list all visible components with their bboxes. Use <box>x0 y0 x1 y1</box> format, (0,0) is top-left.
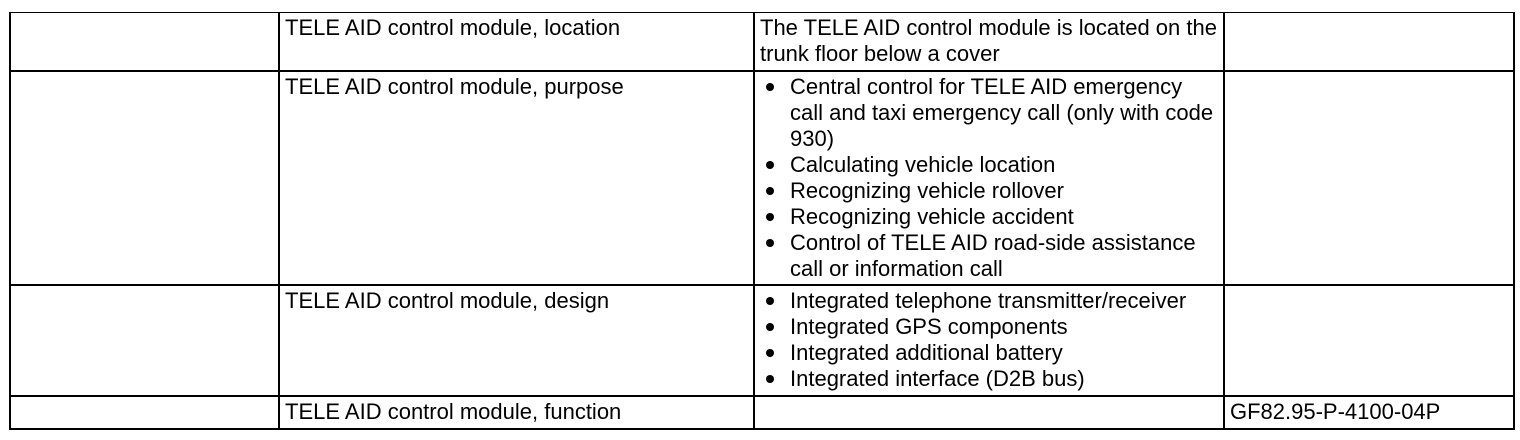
spacer-cell <box>9 70 280 286</box>
description-cell: Integrated telephone transmitter/receive… <box>753 284 1225 397</box>
table-row-design: TELE AID control module, design Integrat… <box>9 284 1515 397</box>
bullet-item: Recognizing vehicle rollover <box>760 178 1218 204</box>
bullet-icon <box>766 83 774 91</box>
reference-label: GF82.95-P-4100-04P <box>1230 399 1441 424</box>
table-row-function: TELE AID control module, function GF82.9… <box>9 395 1515 430</box>
item-cell: TELE AID control module, design <box>278 284 755 397</box>
bullet-icon <box>766 187 774 195</box>
description-cell: The TELE AID control module is located o… <box>753 12 1225 72</box>
bullet-icon <box>766 161 774 169</box>
bullet-icon <box>766 349 774 357</box>
item-cell: TELE AID control module, location <box>278 12 755 72</box>
bullet-text: Calculating vehicle location <box>790 152 1056 177</box>
spacer-cell <box>9 395 280 430</box>
bullet-icon <box>766 213 774 221</box>
bullet-text: Recognizing vehicle rollover <box>790 178 1064 203</box>
spacer-cell <box>9 12 280 72</box>
bullet-item: Integrated telephone transmitter/receive… <box>760 288 1218 314</box>
bullet-text: Integrated additional battery <box>790 340 1063 365</box>
reference-cell: GF82.95-P-4100-04P <box>1223 395 1515 430</box>
bullet-item: Control of TELE AID road-side assistance… <box>760 230 1218 282</box>
bullet-icon <box>766 323 774 331</box>
reference-cell <box>1223 12 1515 72</box>
bullet-icon <box>766 239 774 247</box>
reference-cell <box>1223 284 1515 397</box>
spacer-cell <box>9 284 280 397</box>
bullet-item: Calculating vehicle location <box>760 152 1218 178</box>
item-cell: TELE AID control module, purpose <box>278 70 755 286</box>
bullet-list: Central control for TELE AID emergency c… <box>760 74 1218 282</box>
bullet-item: Integrated additional battery <box>760 340 1218 366</box>
bullet-text: Recognizing vehicle accident <box>790 204 1074 229</box>
description-cell <box>753 395 1225 430</box>
table-row-purpose: TELE AID control module, purpose Central… <box>9 70 1515 286</box>
bullet-item: Integrated GPS components <box>760 314 1218 340</box>
bullet-icon <box>766 375 774 383</box>
tele-aid-spec-table: TELE AID control module, location The TE… <box>9 12 1515 430</box>
item-cell: TELE AID control module, function <box>278 395 755 430</box>
bullet-text: Integrated interface (D2B bus) <box>790 366 1085 391</box>
item-label: TELE AID control module, design <box>285 288 610 313</box>
bullet-item: Recognizing vehicle accident <box>760 204 1218 230</box>
item-label: TELE AID control module, location <box>285 15 621 40</box>
bullet-item: Central control for TELE AID emergency c… <box>760 74 1218 152</box>
bullet-text: Control of TELE AID road-side assistance… <box>790 230 1196 281</box>
bullet-text: Central control for TELE AID emergency c… <box>790 74 1214 151</box>
bullet-icon <box>766 297 774 305</box>
bullet-text: Integrated GPS components <box>790 314 1068 339</box>
bullet-text: Integrated telephone transmitter/receive… <box>790 288 1187 313</box>
reference-cell <box>1223 70 1515 286</box>
item-label: TELE AID control module, purpose <box>285 74 624 99</box>
description-cell: Central control for TELE AID emergency c… <box>753 70 1225 286</box>
bullet-item: Integrated interface (D2B bus) <box>760 366 1218 392</box>
table-row-location: TELE AID control module, location The TE… <box>9 12 1515 72</box>
item-label: TELE AID control module, function <box>285 399 622 424</box>
bullet-list: Integrated telephone transmitter/receive… <box>760 288 1218 392</box>
description-text: The TELE AID control module is located o… <box>760 15 1217 66</box>
